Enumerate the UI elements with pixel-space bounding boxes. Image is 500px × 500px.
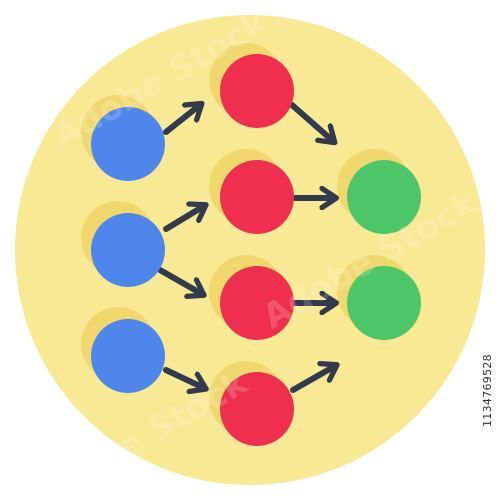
middle-nodes [220, 54, 294, 446]
middle-node-1 [220, 54, 294, 128]
arrow-icon [157, 267, 202, 294]
stock-id-text: 1134769528 [480, 353, 494, 427]
middle-node-3 [220, 266, 294, 340]
middle-node-4 [220, 372, 294, 446]
source-node-3 [91, 319, 165, 393]
arrow-icon [163, 367, 204, 388]
stock-id-label: 1134769528 [477, 335, 497, 445]
arrow-icon [289, 102, 333, 141]
target-nodes [347, 160, 421, 340]
source-node-1 [91, 107, 165, 181]
source-nodes [91, 107, 165, 393]
source-node-2 [91, 213, 165, 287]
arrow-icon [163, 105, 200, 135]
arrows [157, 102, 335, 393]
arrow-icon [290, 366, 335, 393]
middle-node-2 [220, 160, 294, 234]
target-node-2 [347, 266, 421, 340]
arrow-icon [163, 206, 204, 232]
target-node-1 [347, 160, 421, 234]
